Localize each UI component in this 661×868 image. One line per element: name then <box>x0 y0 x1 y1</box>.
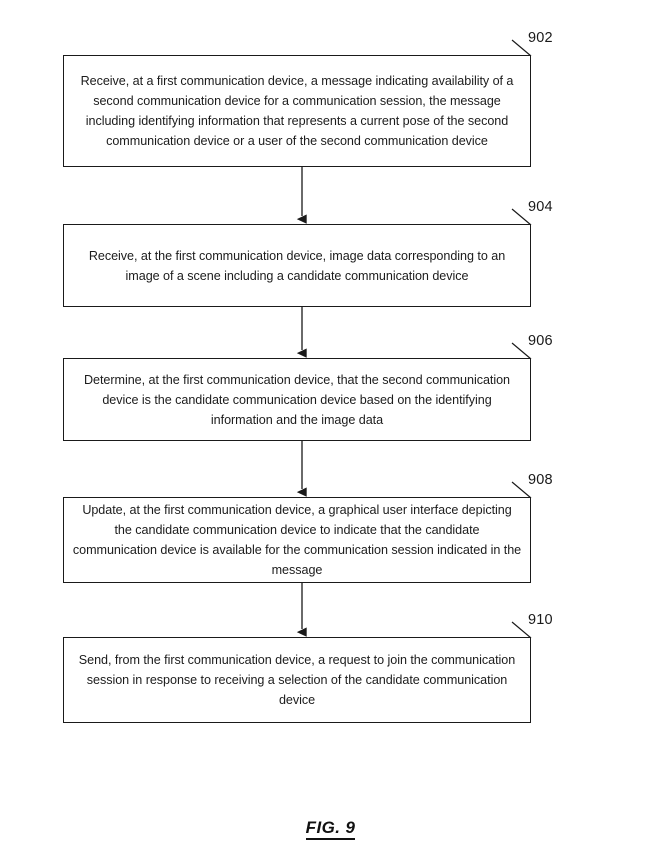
process-box-910: Send, from the first communication devic… <box>63 637 531 723</box>
reference-number-908: 908 <box>528 472 553 488</box>
leader-line-904 <box>511 208 532 226</box>
process-box-904-text: Receive, at the first communication devi… <box>88 248 506 283</box>
leader-line-908 <box>511 481 532 499</box>
leader-line-906 <box>511 342 532 360</box>
process-box-908-text: Update, at the first communication devic… <box>72 503 522 577</box>
reference-number-906: 906 <box>528 333 553 349</box>
process-box-904: Receive, at the first communication devi… <box>63 224 531 307</box>
leader-line-910 <box>511 621 532 639</box>
figure-caption: FIG. 9 <box>0 818 661 840</box>
reference-number-910: 910 <box>528 612 553 628</box>
process-box-910-text: Send, from the first communication devic… <box>78 653 516 707</box>
process-box-908: Update, at the first communication devic… <box>63 497 531 583</box>
process-box-906: Determine, at the first communication de… <box>63 358 531 441</box>
leader-line-902 <box>511 39 532 57</box>
process-box-906-text: Determine, at the first communication de… <box>83 372 511 427</box>
process-box-902-text: Receive, at a first communication device… <box>80 74 514 148</box>
process-box-902: Receive, at a first communication device… <box>63 55 531 167</box>
figure-caption-text: FIG. 9 <box>305 818 356 840</box>
reference-number-904: 904 <box>528 199 553 215</box>
reference-number-902: 902 <box>528 30 553 46</box>
